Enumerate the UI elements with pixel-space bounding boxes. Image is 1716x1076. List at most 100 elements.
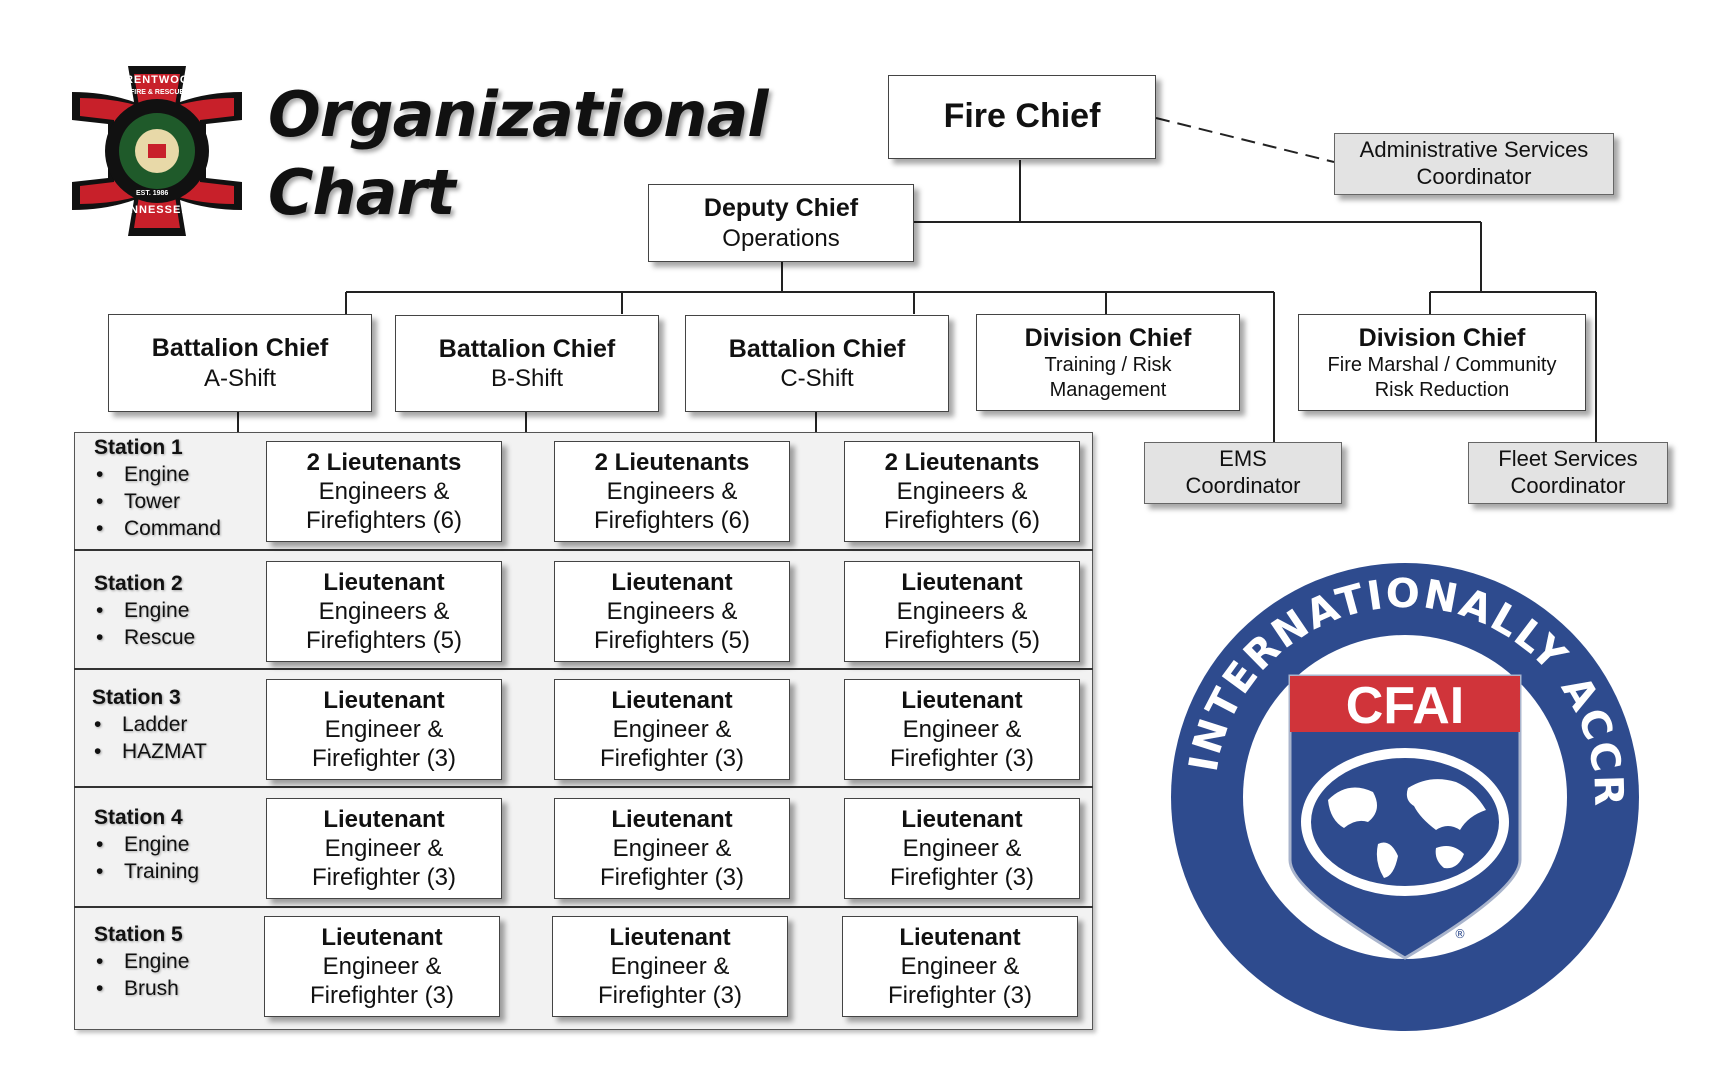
unit-line: Engineer & bbox=[612, 834, 732, 862]
unit-line: Engineer & bbox=[610, 952, 730, 980]
unit-box-s4-c: Lieutenant Engineer & Firefighter (3) bbox=[844, 798, 1080, 899]
unit-box-s2-c: Lieutenant Engineers & Firefighters (5) bbox=[844, 561, 1080, 662]
station-divider bbox=[74, 906, 1093, 908]
division-marshal-line-1: Fire Marshal / Community bbox=[1327, 354, 1557, 377]
fleet-line-2: Coordinator bbox=[1510, 473, 1626, 498]
unit-title: Lieutenant bbox=[611, 686, 733, 714]
battalion-a-box: Battalion Chief A-Shift bbox=[108, 314, 372, 412]
logo-est-text: EST. 1986 bbox=[136, 190, 169, 197]
division-marshal-line-2: Risk Reduction bbox=[1374, 378, 1510, 401]
station-3-name: Station 3 bbox=[92, 686, 181, 709]
station-4-item: Engine bbox=[94, 833, 199, 857]
unit-title: Lieutenant bbox=[901, 805, 1023, 833]
unit-title: Lieutenant bbox=[611, 568, 733, 596]
logo-bottom-text: TENNESSEE bbox=[114, 204, 190, 216]
unit-line: Firefighter (3) bbox=[597, 982, 743, 1010]
unit-line: Engineer & bbox=[612, 715, 732, 743]
title-line-2: Chart bbox=[268, 156, 456, 229]
unit-line: Firefighters (6) bbox=[883, 507, 1041, 535]
unit-line: Firefighter (3) bbox=[311, 864, 457, 892]
division-training-box: Division Chief Training / Risk Managemen… bbox=[976, 314, 1240, 411]
unit-title: 2 Lieutenants bbox=[594, 448, 750, 476]
battalion-c-box: Battalion Chief C-Shift bbox=[685, 315, 949, 412]
unit-line: Firefighters (5) bbox=[305, 627, 463, 655]
unit-title: Lieutenant bbox=[323, 805, 445, 833]
unit-title: Lieutenant bbox=[901, 686, 1023, 714]
unit-line: Firefighter (3) bbox=[887, 982, 1033, 1010]
station-3-item: HAZMAT bbox=[92, 740, 207, 764]
deputy-title: Deputy Chief bbox=[703, 194, 859, 223]
unit-line: Engineer & bbox=[902, 715, 1022, 743]
division-training-title: Division Chief bbox=[1024, 323, 1192, 352]
unit-box-s4-b: Lieutenant Engineer & Firefighter (3) bbox=[554, 798, 790, 899]
station-1-item: Command bbox=[94, 517, 221, 541]
unit-line: Firefighter (3) bbox=[889, 864, 1035, 892]
cfai-seal-icon: INTERNATIONALLY ACCREDITED AGENCY CFAI ® bbox=[1150, 524, 1639, 1031]
unit-title: 2 Lieutenants bbox=[306, 448, 462, 476]
unit-line: Firefighters (6) bbox=[593, 507, 751, 535]
unit-box-s3-b: Lieutenant Engineer & Firefighter (3) bbox=[554, 679, 790, 780]
division-training-line-2: Management bbox=[1049, 378, 1167, 401]
station-1-item: Engine bbox=[94, 463, 221, 487]
deputy-chief-box: Deputy Chief Operations bbox=[648, 184, 914, 262]
ems-coordinator-box: EMS Coordinator bbox=[1144, 442, 1342, 504]
station-5-label: Station 5 Engine Brush bbox=[94, 923, 189, 1001]
battalion-b-title: Battalion Chief bbox=[438, 334, 616, 363]
station-1-item: Tower bbox=[94, 490, 221, 514]
unit-line: Firefighters (6) bbox=[305, 507, 463, 535]
station-2-label: Station 2 Engine Rescue bbox=[94, 572, 195, 650]
admin-line-2: Coordinator bbox=[1416, 164, 1532, 189]
unit-line: Engineers & bbox=[606, 477, 738, 505]
unit-box-s2-a: Lieutenant Engineers & Firefighters (5) bbox=[266, 561, 502, 662]
battalion-c-title: Battalion Chief bbox=[728, 334, 906, 363]
unit-box-s5-c: Lieutenant Engineer & Firefighter (3) bbox=[842, 916, 1078, 1017]
unit-box-s4-a: Lieutenant Engineer & Firefighter (3) bbox=[266, 798, 502, 899]
unit-line: Engineers & bbox=[896, 597, 1028, 625]
unit-line: Engineer & bbox=[900, 952, 1020, 980]
ems-line-1: EMS bbox=[1219, 446, 1267, 472]
battalion-a-shift: A-Shift bbox=[203, 364, 277, 392]
cfai-registered-mark: ® bbox=[1454, 927, 1466, 941]
station-5-item: Engine bbox=[94, 950, 189, 974]
cfai-seal: INTERNATIONALLY ACCREDITED AGENCY CFAI ® bbox=[1150, 524, 1642, 1034]
station-2-item: Rescue bbox=[94, 626, 195, 650]
unit-title: Lieutenant bbox=[611, 805, 733, 833]
unit-title: Lieutenant bbox=[609, 923, 731, 951]
unit-line: Firefighters (5) bbox=[593, 627, 751, 655]
station-2-name: Station 2 bbox=[94, 572, 183, 595]
unit-title: Lieutenant bbox=[321, 923, 443, 951]
division-marshal-box: Division Chief Fire Marshal / Community … bbox=[1298, 314, 1586, 411]
fleet-coordinator-box: Fleet Services Coordinator bbox=[1468, 442, 1668, 504]
unit-line: Engineers & bbox=[606, 597, 738, 625]
battalion-b-shift: B-Shift bbox=[490, 365, 564, 393]
unit-box-s2-b: Lieutenant Engineers & Firefighters (5) bbox=[554, 561, 790, 662]
unit-box-s5-b: Lieutenant Engineer & Firefighter (3) bbox=[552, 916, 788, 1017]
admin-services-box: Administrative Services Coordinator bbox=[1334, 133, 1614, 195]
maltese-cross-icon bbox=[72, 66, 242, 236]
unit-line: Engineer & bbox=[324, 715, 444, 743]
brentwood-logo: BRENTWOOD FIRE & RESCUE EST. 1986 TENNES… bbox=[68, 62, 246, 240]
deputy-sub: Operations bbox=[722, 224, 840, 252]
unit-title: Lieutenant bbox=[323, 686, 445, 714]
unit-title: 2 Lieutenants bbox=[884, 448, 1040, 476]
fire-chief-box: Fire Chief bbox=[888, 75, 1156, 159]
station-2-item: Engine bbox=[94, 599, 195, 623]
cfai-shield-text: CFAI bbox=[1346, 677, 1464, 735]
fire-chief-label: Fire Chief bbox=[943, 97, 1101, 136]
station-5-item: Brush bbox=[94, 977, 189, 1001]
admin-line-1: Administrative Services bbox=[1359, 137, 1589, 163]
division-marshal-title: Division Chief bbox=[1358, 323, 1526, 352]
unit-line: Engineer & bbox=[322, 952, 442, 980]
unit-line: Firefighter (3) bbox=[889, 745, 1035, 773]
unit-line: Firefighter (3) bbox=[599, 745, 745, 773]
unit-box-s3-c: Lieutenant Engineer & Firefighter (3) bbox=[844, 679, 1080, 780]
unit-line: Firefighter (3) bbox=[311, 745, 457, 773]
unit-box-s5-a: Lieutenant Engineer & Firefighter (3) bbox=[264, 916, 500, 1017]
unit-line: Firefighter (3) bbox=[309, 982, 455, 1010]
logo-top-text: BRENTWOOD bbox=[116, 74, 199, 86]
unit-box-s1-a: 2 Lieutenants Engineers & Firefighters (… bbox=[266, 441, 502, 542]
station-1-label: Station 1 Engine Tower Command bbox=[94, 436, 221, 541]
unit-line: Engineers & bbox=[318, 477, 450, 505]
unit-line: Engineer & bbox=[902, 834, 1022, 862]
station-4-label: Station 4 Engine Training bbox=[94, 806, 199, 884]
